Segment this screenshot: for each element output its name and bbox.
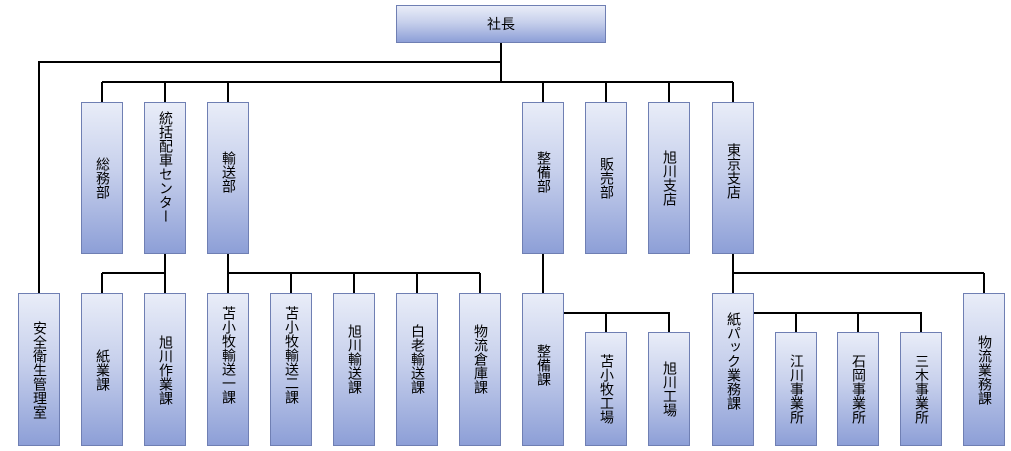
- box-asahikawa-work-section: 旭川作業課: [144, 293, 186, 446]
- box-tokyo-branch: 東京支店: [712, 102, 754, 254]
- tokyo-branch-label: 東京支店: [725, 143, 741, 199]
- dispatch-center-label: 統括配車センター: [157, 111, 173, 223]
- box-paper-pack-section: 紙パック業務課: [712, 293, 754, 446]
- box-transport-dept: 輸送部: [207, 102, 249, 254]
- logistics-warehouse-label: 物流倉庫課: [472, 324, 488, 394]
- president-label: 社長: [487, 17, 515, 33]
- tomakomai-transport-1-label: 苫小牧輸送一課: [220, 306, 236, 404]
- box-safety-office: 安全衛生管理室: [18, 293, 60, 446]
- shiraoi-transport-label: 白老輸送課: [409, 324, 425, 394]
- box-maintenance-dept: 整備部: [522, 102, 564, 254]
- tomakomai-transport-2-label: 苫小牧輸送二課: [283, 306, 299, 404]
- box-sales-dept: 販売部: [585, 102, 627, 254]
- general-affairs-label: 総務部: [94, 157, 110, 199]
- box-logistics-business: 物流業務課: [963, 293, 1005, 446]
- asahikawa-work-section-label: 旭川作業課: [157, 334, 173, 405]
- box-asahikawa-branch: 旭川支店: [648, 102, 690, 254]
- box-asahikawa-transport: 旭川輸送課: [333, 293, 375, 446]
- transport-dept-label: 輸送部: [220, 151, 236, 193]
- box-ishioka-office: 石岡事業所: [837, 332, 879, 446]
- box-asahikawa-factory: 旭川工場: [648, 332, 690, 446]
- maintenance-dept-label: 整備部: [535, 151, 551, 193]
- box-tomakomai-factory: 苫小牧工場: [585, 332, 627, 446]
- box-president: 社長: [396, 5, 606, 43]
- box-maintenance-section: 整備課: [522, 293, 564, 446]
- box-shiraoi-transport: 白老輸送課: [396, 293, 438, 446]
- box-tomakomai-transport-2: 苫小牧輸送二課: [270, 293, 312, 446]
- maintenance-section-label: 整備課: [535, 344, 551, 386]
- paper-pack-section-label: 紙パック業務課: [725, 312, 741, 410]
- box-miki-office: 三木事業所: [900, 332, 942, 446]
- box-dispatch-center: 統括配車センター: [144, 102, 186, 254]
- box-egawa-office: 江川事業所: [775, 332, 817, 446]
- box-tomakomai-transport-1: 苫小牧輸送一課: [207, 293, 249, 446]
- miki-office-label: 三木事業所: [913, 354, 929, 424]
- logistics-business-label: 物流業務課: [976, 334, 992, 405]
- ishioka-office-label: 石岡事業所: [850, 354, 866, 424]
- paper-section-label: 紙業課: [94, 348, 110, 391]
- box-logistics-warehouse: 物流倉庫課: [459, 293, 501, 446]
- asahikawa-factory-label: 旭川工場: [661, 361, 677, 417]
- safety-office-label: 安全衛生管理室: [31, 320, 47, 419]
- asahikawa-transport-label: 旭川輸送課: [346, 324, 362, 394]
- asahikawa-branch-label: 旭川支店: [661, 150, 677, 206]
- sales-dept-label: 販売部: [598, 157, 614, 199]
- box-paper-section: 紙業課: [81, 293, 123, 446]
- box-general-affairs: 総務部: [81, 102, 123, 254]
- tomakomai-factory-label: 苫小牧工場: [598, 354, 614, 424]
- egawa-office-label: 江川事業所: [788, 354, 804, 424]
